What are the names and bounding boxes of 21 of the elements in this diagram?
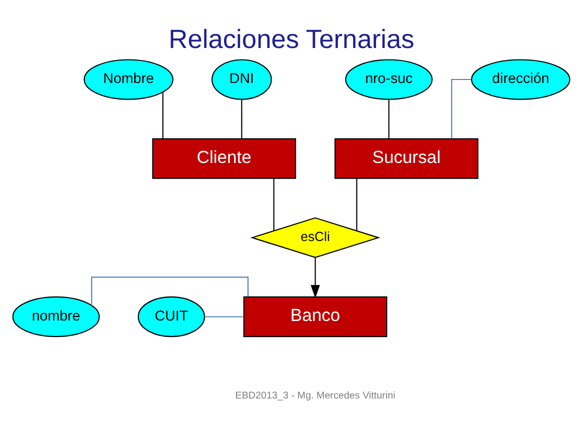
label: EBD2013_3 - Mg. Mercedes Vitturini <box>235 390 396 402</box>
node-ellipse: CUIT <box>138 296 206 338</box>
node-box: Banco <box>243 296 388 338</box>
connector <box>356 178 358 231</box>
node-box: Sucursal <box>334 138 478 179</box>
node-ellipse: DNI <box>211 59 272 100</box>
connector <box>273 178 274 231</box>
connector <box>241 99 242 138</box>
node-box: Cliente <box>152 138 296 179</box>
connector <box>388 99 390 138</box>
connector <box>451 78 472 139</box>
connector <box>91 276 249 306</box>
node-ellipse: nro-suc <box>345 59 433 100</box>
node-ellipse: Nombre <box>84 59 174 100</box>
arrow <box>310 258 320 298</box>
node-diamond: esCli <box>250 217 380 258</box>
connector <box>162 92 164 139</box>
connector <box>204 316 244 318</box>
node-ellipse: nombre <box>12 296 100 338</box>
node-ellipse: dirección <box>471 59 570 100</box>
diagram-title: Relaciones Ternarias <box>168 24 414 54</box>
